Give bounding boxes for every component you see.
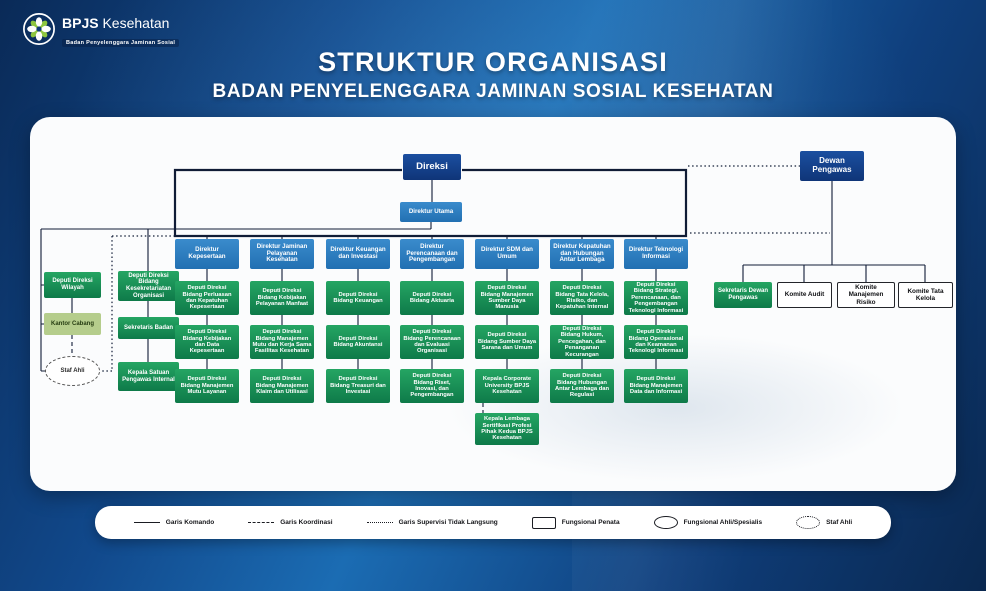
brand-name-bold: BPJS xyxy=(62,15,99,31)
ellipse-icon xyxy=(653,516,678,529)
legend-label: Garis Komando xyxy=(165,519,215,526)
director-sdm-umum: Direktur SDM dan Umum xyxy=(475,239,539,269)
sekretaris-badan-box: Sekretaris Badan xyxy=(118,317,179,339)
solid-line-icon xyxy=(133,522,160,523)
page-title: STRUKTUR ORGANISASI xyxy=(318,47,668,77)
deputy-box: Kepala Corporate University BPJS Kesehat… xyxy=(475,369,539,403)
deputy-box: Deputi Direksi Bidang Manajemen Sumber D… xyxy=(475,281,539,315)
bpjs-logo: BPJS Kesehatan Badan Penyelenggara Jamin… xyxy=(22,12,180,49)
brand-wordmark: BPJS Kesehatan xyxy=(62,15,179,31)
deputy-box: Deputi Direksi Bidang Operasional dan Ke… xyxy=(624,325,688,359)
legend-label: Garis Koordinasi xyxy=(280,519,333,526)
legend-label: Fungsional Ahli/Spesialis xyxy=(683,519,763,526)
flower-icon xyxy=(23,13,55,45)
director-jaminan-pelayanan: Direktur Jaminan Pelayanan Kesehatan xyxy=(250,239,314,269)
director-kepatuhan-hal: Direktur Kepatuhan dan Hubungan Antar Le… xyxy=(550,239,614,269)
legend-label: Staf Ahli xyxy=(826,519,853,526)
deputy-box: Deputi Direksi Bidang Akuntansi xyxy=(326,325,390,359)
dashed-line-icon xyxy=(248,522,275,523)
deputy-box: Deputi Direksi Bidang Riset, Inovasi, da… xyxy=(400,369,464,403)
satuan-pengawas-internal-box: Kepala Satuan Pengawas Internal xyxy=(118,362,179,391)
deputy-box: Deputi Direksi Bidang Kebijakan dan Data… xyxy=(175,325,239,359)
komite-audit-box: Komite Audit xyxy=(777,282,832,308)
deputi-kesekretariatan-box: Deputi Direksi Bidang Kesekretariatan Or… xyxy=(118,271,179,301)
rectangle-icon xyxy=(531,516,556,529)
deputy-box: Deputi Direksi Bidang Perencanaan dan Ev… xyxy=(400,325,464,359)
staf-ahli-ellipse: Staf Ahli xyxy=(45,356,100,386)
director-perencanaan-pengembangan: Direktur Perencanaan dan Pengembangan xyxy=(400,239,464,269)
komite-tata-kelola-box: Komite Tata Kelola xyxy=(898,282,953,308)
deputy-box: Deputi Direksi Bidang Manajemen Data dan… xyxy=(624,369,688,403)
deputy-box: Deputi Direksi Bidang Aktuaria xyxy=(400,281,464,315)
deputy-box: Deputi Direksi Bidang Kebijakan Pelayana… xyxy=(250,281,314,315)
lembaga-sertifikasi-box: Kepala Lembaga Sertifikasi Profesi Pihak… xyxy=(475,413,539,445)
legend-item-garis-koordinasi: Garis Koordinasi xyxy=(248,519,333,526)
director-kepesertaan: Direktur Kepesertaan xyxy=(175,239,239,269)
deputy-box: Deputi Direksi Bidang Keuangan xyxy=(326,281,390,315)
legend-panel: Garis Komando Garis Koordinasi Garis Sup… xyxy=(95,506,891,539)
komite-manajemen-risiko-box: Komite Manajemen Risiko xyxy=(837,282,895,308)
legend-item-staf-ahli: Staf Ahli xyxy=(796,516,852,529)
deputy-box: Deputi Direksi Bidang Strategi, Perencan… xyxy=(624,281,688,315)
deputy-box: Deputi Direksi Bidang Tata Kelola, Risik… xyxy=(550,281,614,315)
deputy-box: Deputi Direksi Bidang Manajemen Klaim da… xyxy=(250,369,314,403)
legend-label: Garis Supervisi Tidak Langsung xyxy=(398,519,498,526)
deputy-box: Deputi Direksi Bidang Perluasan dan Kepa… xyxy=(175,281,239,315)
brand-tagline: Badan Penyelenggara Jaminan Sosial xyxy=(62,39,180,48)
brand-name-regular: Kesehatan xyxy=(102,15,170,31)
direktur-utama-box: Direktur Utama xyxy=(400,202,462,222)
sekretaris-dewas-box: Sekretaris Dewan Pengawas xyxy=(714,282,772,308)
legend-item-fungsional-penata: Fungsional Penata xyxy=(531,516,620,529)
deputy-box: Deputi Direksi Bidang Hubungan Antar Lem… xyxy=(550,369,614,403)
dotted-line-icon xyxy=(366,522,393,523)
deputy-box: Deputi Direksi Bidang Hukum, Pencegahan,… xyxy=(550,325,614,359)
direksi-box: Direksi xyxy=(403,154,461,180)
deputi-wilayah-box: Deputi Direksi Wilayah xyxy=(44,272,101,298)
legend-item-garis-supervisi: Garis Supervisi Tidak Langsung xyxy=(366,519,498,526)
deputy-box: Deputi Direksi Bidang Treasuri dan Inves… xyxy=(326,369,390,403)
legend-label: Fungsional Penata xyxy=(561,519,620,526)
director-keuangan-investasi: Direktur Keuangan dan Investasi xyxy=(326,239,390,269)
deputy-box: Deputi Direksi Bidang Sumber Daya Sarana… xyxy=(475,325,539,359)
deputy-box: Deputi Direksi Bidang Manajemen Mutu dan… xyxy=(250,325,314,359)
page-subtitle: BADAN PENYELENGGARA JAMINAN SOSIAL KESEH… xyxy=(212,81,774,102)
deputy-box: Deputi Direksi Bidang Manajemen Mutu Lay… xyxy=(175,369,239,403)
legend-item-garis-komando: Garis Komando xyxy=(133,519,215,526)
legend-item-fungsional-ahli: Fungsional Ahli/Spesialis xyxy=(653,516,763,529)
kantor-cabang-box: Kantor Cabang xyxy=(44,313,101,335)
dotted-ellipse-icon xyxy=(796,516,821,529)
dewan-pengawas-box: Dewan Pengawas xyxy=(800,151,864,181)
director-teknologi-informasi: Direktur Teknologi Informasi xyxy=(624,239,688,269)
